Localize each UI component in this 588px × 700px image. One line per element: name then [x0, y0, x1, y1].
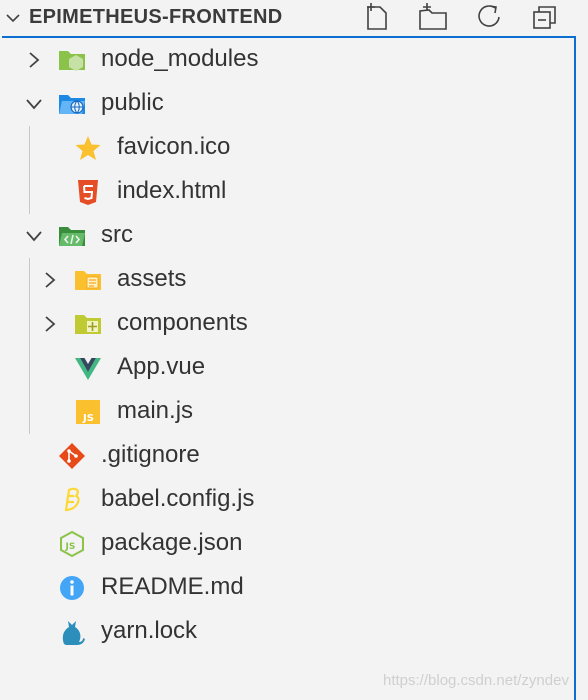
tree-item-label: .gitignore: [101, 441, 200, 468]
tree-item-components[interactable]: components: [0, 302, 574, 346]
yarn-icon: [62, 621, 85, 645]
watermark: https://blog.csdn.net/zyndev: [383, 672, 569, 689]
indent-guide: [29, 126, 30, 214]
tree-item-yarn-lock[interactable]: yarn.lock: [0, 610, 574, 654]
tree-item-assets[interactable]: assets: [0, 258, 574, 302]
tree-item-label: App.vue: [117, 353, 206, 380]
public-folder-icon: [59, 95, 85, 114]
tree-item-label: public: [101, 89, 164, 116]
tree-item-label: components: [117, 309, 248, 336]
nodejs-icon: JS: [60, 530, 84, 558]
collapse-all-icon[interactable]: [530, 2, 560, 32]
tree-item-label: yarn.lock: [101, 617, 198, 644]
chevron-down-icon[interactable]: [24, 94, 44, 114]
tree-item-readme[interactable]: README.md: [0, 566, 574, 610]
explorer-header[interactable]: EPIMETHEUS-FRONTEND: [0, 0, 588, 36]
tree-item-label: main.js: [117, 397, 194, 424]
refresh-icon[interactable]: [474, 2, 504, 32]
info-icon: [60, 576, 84, 600]
tree-item-node-modules[interactable]: node_modules: [0, 38, 574, 82]
chevron-right-icon[interactable]: [24, 50, 44, 70]
components-folder-icon: [75, 315, 101, 334]
tree-item-favicon[interactable]: favicon.ico: [0, 126, 574, 170]
tree-item-label: babel.config.js: [101, 485, 255, 512]
tree-item-gitignore[interactable]: .gitignore: [0, 434, 574, 478]
star-icon: [75, 136, 101, 160]
tree-item-label: README.md: [101, 573, 244, 600]
nodejs-folder-icon: [59, 51, 85, 71]
chevron-down-icon[interactable]: [24, 226, 44, 246]
javascript-icon: JS: [76, 400, 100, 424]
chevron-down-icon[interactable]: [4, 9, 22, 27]
svg-text:JS: JS: [82, 413, 94, 424]
tree-item-main-js[interactable]: JS main.js: [0, 390, 574, 434]
tree-item-package-json[interactable]: JS package.json: [0, 522, 574, 566]
tree-item-index-html[interactable]: index.html: [0, 170, 574, 214]
new-folder-icon[interactable]: [418, 2, 448, 32]
focus-border-right: [574, 36, 576, 700]
svg-text:JS: JS: [65, 542, 76, 552]
tree-item-src[interactable]: src: [0, 214, 574, 258]
tree-item-label: index.html: [117, 177, 227, 204]
focus-border: [2, 36, 576, 38]
tree-item-label: src: [101, 221, 133, 248]
vue-icon: [75, 358, 101, 380]
tree-item-app-vue[interactable]: App.vue: [0, 346, 574, 390]
tree-item-babel-config[interactable]: babel.config.js: [0, 478, 574, 522]
assets-folder-icon: [75, 271, 101, 290]
tree-item-public[interactable]: public: [0, 82, 574, 126]
tree-item-label: package.json: [101, 529, 243, 556]
explorer-title: EPIMETHEUS-FRONTEND: [29, 6, 283, 28]
chevron-right-icon[interactable]: [40, 270, 60, 290]
src-folder-icon: [59, 227, 85, 246]
new-file-icon[interactable]: [362, 2, 392, 32]
tree-item-label: favicon.ico: [117, 133, 231, 160]
git-icon: [59, 443, 85, 469]
babel-icon: [64, 487, 80, 512]
html5-icon: [78, 180, 98, 205]
tree-item-label: assets: [117, 265, 187, 292]
indent-guide: [29, 258, 30, 434]
tree-item-label: node_modules: [101, 45, 259, 72]
chevron-right-icon[interactable]: [40, 314, 60, 334]
